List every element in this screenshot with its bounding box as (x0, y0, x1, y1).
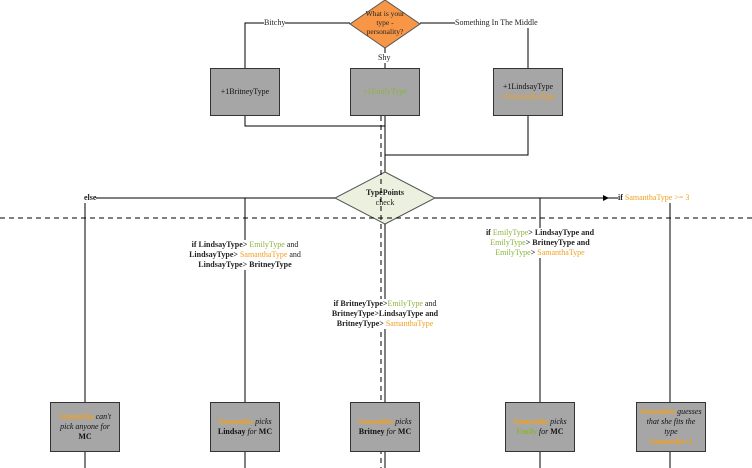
out3-l2b: for (386, 427, 396, 436)
cond-lin-2b: SamanthaType (239, 250, 288, 259)
connector-middle (420, 22, 529, 68)
condition-lindsay: if LindsayType> EmilyType and LindsayTyp… (178, 240, 312, 270)
connector-bitchy (244, 22, 350, 68)
out5-name: Samantha (640, 407, 676, 416)
check-line-2: check (375, 198, 395, 207)
out5-l4: Samantha+1 (649, 437, 693, 446)
samantha-branch-arrowhead (603, 195, 609, 201)
box-emily-plus-one: +1EmilyType (350, 68, 420, 116)
out2-l1: picks (253, 417, 272, 426)
out3-l2c: MC (395, 427, 412, 436)
cond-bri-1b: EmilyType (387, 299, 423, 308)
cond-sam-prefix: if (618, 193, 625, 202)
outcome-picks-lindsay: Samantha picks Lindsay for MC (210, 402, 280, 452)
cond-emi-1a: if (485, 228, 493, 237)
out5-l1: guesses (675, 407, 702, 416)
connector-merge-right (385, 116, 529, 156)
connector-merge-left (244, 116, 385, 127)
cond-emi-2a: EmilyType (490, 238, 526, 247)
cond-sam-suffix: >= 3 (672, 193, 690, 202)
cond-emi-3a: EmilyType (495, 248, 531, 257)
out2-name: Samantha (218, 417, 254, 426)
cond-sam-name: SamanthaType (624, 193, 673, 202)
out5-l2: that she fits the (646, 417, 696, 426)
cond-lin-1b: EmilyType (249, 240, 285, 249)
cond-lin-1c: and (284, 240, 299, 249)
out3-l2a: Britney (358, 427, 387, 436)
out2-l2b: for (247, 427, 257, 436)
box-samantha-label: +1SamanthaType (500, 92, 556, 101)
cond-lin-3: LindsayType> BritneyType (198, 260, 292, 269)
out3-name: Samantha (358, 417, 394, 426)
personality-question: What is your type - personality? (352, 9, 418, 36)
typepoints-check-label: TypePoints check (345, 188, 425, 208)
outcome-picks-emily: Samantha picks Emily for MC (505, 402, 575, 452)
out4-l2a: Emily (516, 427, 537, 436)
out2-l2a: Lindsay (217, 427, 248, 436)
out1-l3: MC (78, 432, 92, 441)
cond-lin-2c: and (287, 250, 301, 259)
condition-else: else (84, 193, 97, 203)
condition-samantha: if SamanthaType >= 3 (618, 193, 690, 203)
question-line-3: personality? (366, 27, 404, 36)
out4-name: Samantha (513, 417, 549, 426)
cond-bri-1a: if BritneyType> (333, 299, 388, 308)
out5-l3: type (664, 427, 678, 436)
outcome-samantha-self: Samantha guesses that she fits the type … (636, 402, 706, 452)
cond-emi-3b: > (530, 248, 538, 257)
condition-britney: if BritneyType>EmilyType and BritneyType… (318, 299, 452, 329)
out1-l2: pick anyone for (60, 422, 110, 431)
cond-bri-3b: SamanthaType (385, 319, 434, 328)
out4-l2c: MC (548, 427, 564, 436)
cond-lin-1a: if LindsayType> (191, 240, 250, 249)
cond-bri-2: BritneyType>LindsayType and (331, 309, 439, 318)
cond-emi-3c: SamanthaType (537, 248, 585, 257)
branch-label-something-in-middle: Something In The Middle (455, 18, 538, 28)
question-line-2: type - (376, 18, 394, 27)
cond-emi-2b: > BritneyType and (525, 238, 590, 247)
question-line-1: What is your (365, 9, 405, 18)
cond-emi-1b: EmilyType (492, 228, 529, 237)
check-line-1: TypePoints (365, 188, 405, 197)
out1-l1: can't (93, 412, 112, 421)
box-lindsay-label: +1LindsayType (502, 82, 554, 91)
outcome-no-pick: Samantha can't pick anyone for MC (50, 402, 120, 452)
condition-emily: if EmilyType> LindsayType and EmilyType>… (470, 228, 610, 258)
out4-l1: picks (548, 417, 567, 426)
cond-emi-1c: > LindsayType and (528, 228, 595, 237)
out2-l2c: MC (256, 427, 273, 436)
cond-lin-2a: LindsayType> (189, 250, 240, 259)
box-britney-plus-one: +1BritneyType (210, 68, 280, 116)
out1-name: Samantha (58, 412, 94, 421)
box-emily-label: +1EmilyType (363, 87, 407, 96)
branch-label-shy: Shy (378, 53, 391, 63)
cond-bri-1c: and (422, 299, 437, 308)
out4-l2b: for (536, 427, 549, 436)
box-britney-label: +1BritneyType (220, 87, 270, 96)
cond-bri-3a: BritneyType> (336, 319, 386, 328)
outcome-picks-britney: Samantha picks Britney for MC (350, 402, 420, 452)
branch-label-bitchy: Bitchy (264, 18, 286, 28)
box-lindsay-samantha-plus-one: +1LindsayType +1SamanthaType (493, 68, 563, 116)
out3-l1: picks (393, 417, 412, 426)
